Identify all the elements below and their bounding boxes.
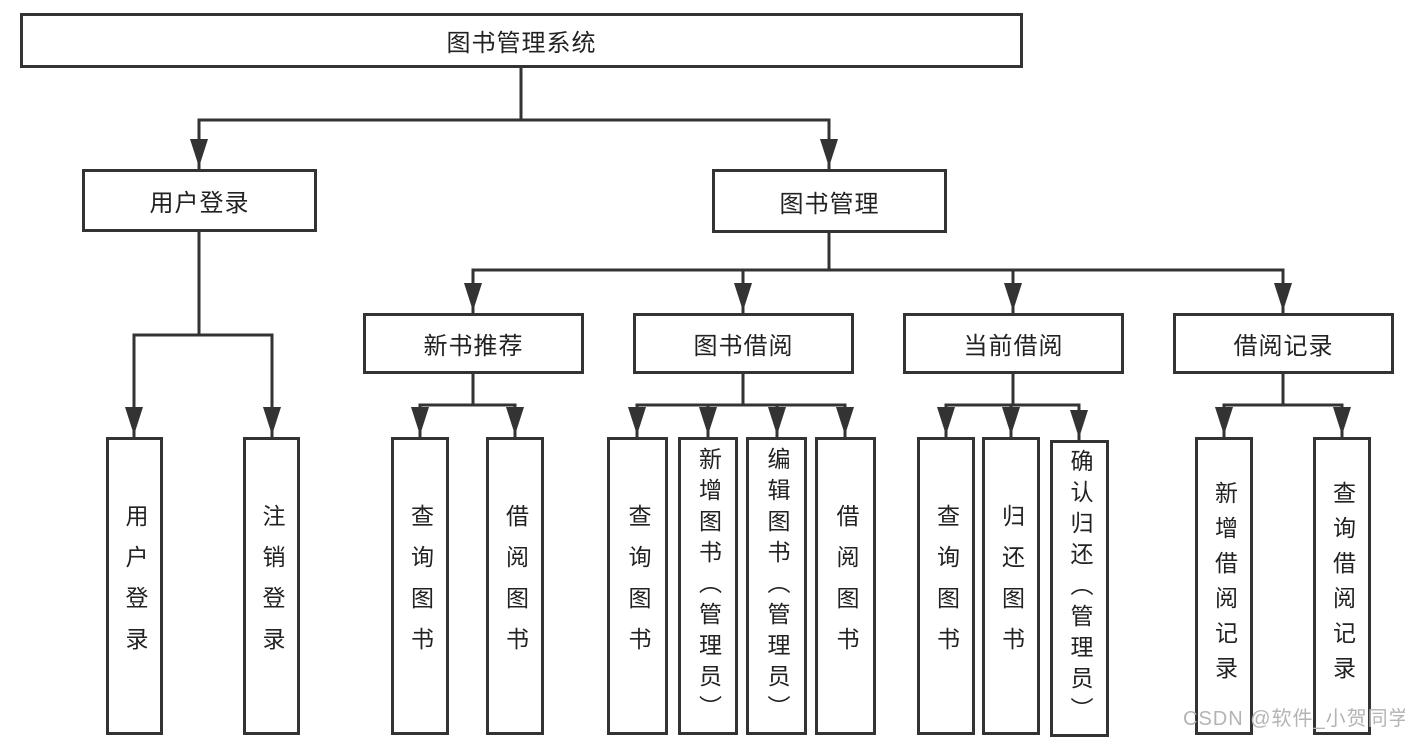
watermark: CSDN @软件_小贺同学 [1183,708,1405,730]
arrowhead [1333,407,1351,435]
node-book-management-label: 图书管理 [779,190,880,218]
node-new-book-recommendation-label: 新书推荐 [423,333,524,360]
leaf-query-borrow-record-label: 查询借阅记录 [1329,481,1356,691]
leaf-return-books-label: 归还图书 [998,504,1025,668]
leaf-borrow-books-recommend-label: 借阅图书 [502,504,529,668]
node-current-borrowing-label: 当前借阅 [963,333,1064,360]
leaf-query-books-recommend-label: 查询图书 [407,504,434,668]
node-book-management: 图书管理 [712,169,947,233]
arrowhead [411,407,429,435]
arrowhead [699,407,717,435]
leaf-logout-label: 注销登录 [259,504,285,668]
leaf-query-books-recommend: 查询图书 [391,437,449,735]
leaf-add-books-admin-label: 新增图书（管理员） [695,446,722,726]
node-user-login-label: 用户登录 [149,190,250,217]
node-book-borrowing-label: 图书借阅 [693,333,794,360]
leaf-add-borrow-record-label: 新增借阅记录 [1211,481,1238,691]
node-root-label: 图书管理系统 [446,30,597,57]
leaf-query-books-current: 查询图书 [917,437,975,735]
leaf-query-books-borrowing-label: 查询图书 [625,504,651,668]
leaf-borrow-books-label: 借阅图书 [833,504,859,668]
leaf-logout: 注销登录 [243,437,300,735]
arrowhead [836,407,854,435]
arrowhead [937,407,955,435]
node-book-borrowing: 图书借阅 [633,313,854,374]
leaf-return-books: 归还图书 [982,437,1040,735]
arrowhead [820,139,838,167]
node-current-borrowing: 当前借阅 [903,313,1124,374]
node-borrowing-records: 借阅记录 [1173,313,1394,374]
leaf-query-books-current-label: 查询图书 [933,504,960,668]
leaf-add-books-admin: 新增图书（管理员） [678,437,738,735]
arrowhead [263,407,281,435]
arrowhead [734,283,752,311]
arrowhead [125,407,143,435]
node-root: 图书管理系统 [20,13,1023,68]
arrowhead [628,407,646,435]
arrowhead [1070,410,1088,438]
node-borrowing-records-label: 借阅记录 [1233,333,1334,360]
arrowhead [464,283,482,311]
leaf-edit-books-admin-label: 编辑图书（管理员） [764,446,790,726]
leaf-confirm-return-admin: 确认归还（管理员） [1050,440,1109,737]
node-user-login: 用户登录 [82,169,317,232]
leaf-borrow-books: 借阅图书 [815,437,876,735]
arrowhead [190,139,208,167]
arrowhead [506,407,524,435]
leaf-edit-books-admin: 编辑图书（管理员） [746,437,807,735]
arrowhead [1004,283,1022,311]
node-new-book-recommendation: 新书推荐 [363,313,584,374]
leaf-query-books-borrowing: 查询图书 [607,437,668,735]
leaf-add-borrow-record: 新增借阅记录 [1195,437,1253,735]
leaf-confirm-return-admin-label: 确认归还（管理员） [1067,449,1093,728]
arrowhead [1215,407,1233,435]
arrowhead [1002,407,1020,435]
leaf-borrow-books-recommend: 借阅图书 [486,437,544,735]
arrowhead [768,407,786,435]
leaf-user-login: 用户登录 [106,437,163,735]
leaf-user-login-label: 用户登录 [122,504,148,668]
arrowhead [1274,283,1292,311]
leaf-query-borrow-record: 查询借阅记录 [1313,437,1371,735]
